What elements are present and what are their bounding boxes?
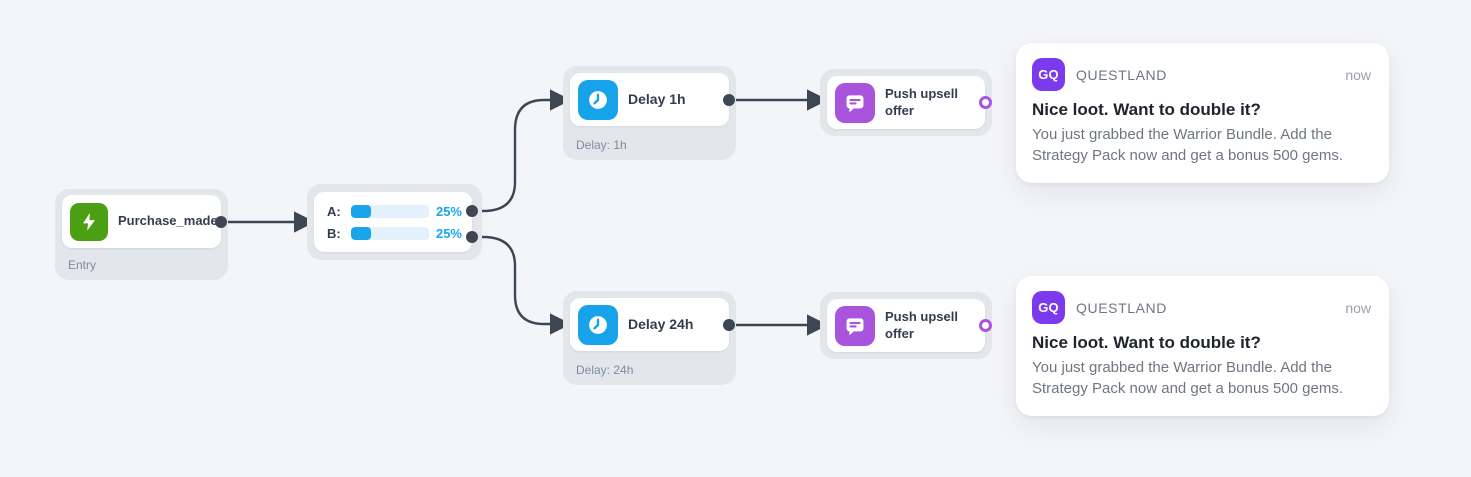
chat-bubble-icon (835, 82, 875, 123)
node-delay-24h-badge: Delay: 24h (576, 363, 634, 377)
node-entry-card[interactable]: Purchase_made (62, 195, 227, 248)
node-delay-1h[interactable]: Delay 1h Delay: 1h (563, 66, 736, 160)
split-row-a: A: 25% (327, 204, 462, 219)
notification-time: now (1345, 299, 1371, 316)
push-notification-preview-bottom: GQ QUESTLAND now Nice loot. Want to doub… (1016, 276, 1389, 416)
node-delay-1h-card[interactable]: Delay 1h (570, 73, 735, 126)
node-entry-title: Purchase_made (118, 213, 218, 229)
clock-icon (578, 79, 618, 120)
node-push-bottom-card[interactable]: Push upsell offer (827, 299, 992, 352)
notification-time: now (1345, 66, 1371, 83)
split-row-a-bar-fill (351, 204, 371, 218)
node-entry[interactable]: Purchase_made Entry (55, 189, 228, 280)
clock-icon (578, 304, 618, 345)
split-row-b-bar-fill (351, 226, 371, 240)
split-row-a-label: A: (327, 203, 341, 219)
delay-1h-output-port[interactable] (723, 93, 735, 106)
node-push-bottom-title: Push upsell offer (885, 309, 958, 341)
node-entry-badge: Entry (68, 258, 97, 272)
notification-title: Nice loot. Want to double it? (1032, 100, 1261, 119)
node-push-top[interactable]: Push upsell offer (820, 69, 992, 136)
notification-body: You just grabbed the Warrior Bundle. Add… (1032, 126, 1344, 165)
split-output-port-a[interactable] (466, 205, 478, 217)
app-name: QUESTLAND (1076, 66, 1167, 83)
split-output-port-b[interactable] (466, 231, 478, 243)
notification-body: You just grabbed the Warrior Bundle. Add… (1032, 359, 1344, 398)
node-push-bottom[interactable]: Push upsell offer (820, 292, 992, 359)
node-ab-split-card[interactable]: A: 25% B: 25% (314, 192, 478, 252)
edge-split-a-to-delay-1h[interactable] (472, 89, 572, 213)
push-notification-preview-top: GQ QUESTLAND now Nice loot. Want to doub… (1016, 43, 1389, 183)
app-avatar: GQ (1032, 291, 1065, 324)
delay-24h-output-port[interactable] (723, 318, 735, 331)
notification-header: GQ QUESTLAND now (1032, 291, 1371, 324)
app-avatar: GQ (1032, 58, 1065, 91)
app-name: QUESTLAND (1076, 299, 1167, 316)
node-delay-1h-title: Delay 1h (628, 90, 686, 107)
push-bottom-output-port[interactable] (979, 319, 992, 332)
split-row-b-label: B: (327, 225, 341, 241)
node-delay-24h-card[interactable]: Delay 24h (570, 298, 735, 351)
edge-split-b-to-delay-24h[interactable] (472, 235, 572, 335)
split-row-b-bar (351, 226, 429, 240)
node-delay-1h-badge: Delay: 1h (576, 138, 627, 152)
node-delay-24h-title: Delay 24h (628, 315, 694, 332)
node-ab-split[interactable]: A: 25% B: 25% (307, 184, 482, 260)
lightning-icon (70, 202, 108, 241)
node-push-top-card[interactable]: Push upsell offer (827, 76, 992, 129)
split-row-b: B: 25% (327, 226, 462, 241)
entry-output-port[interactable] (215, 215, 227, 228)
notification-header: GQ QUESTLAND now (1032, 58, 1371, 91)
node-push-top-title: Push upsell offer (885, 86, 958, 118)
split-row-b-percent: 25% (435, 225, 462, 241)
notification-title: Nice loot. Want to double it? (1032, 333, 1261, 352)
split-row-a-percent: 25% (435, 203, 462, 219)
chat-bubble-icon (835, 305, 875, 346)
push-top-output-port[interactable] (979, 96, 992, 109)
node-delay-24h[interactable]: Delay 24h Delay: 24h (563, 291, 736, 385)
split-row-a-bar (351, 204, 429, 218)
